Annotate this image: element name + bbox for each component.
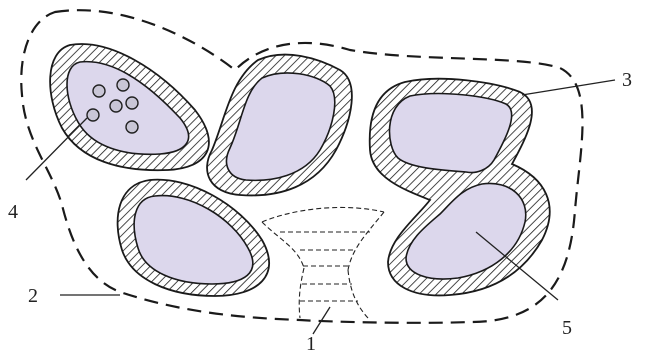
grain-bottom-left <box>118 180 270 296</box>
leader-line-4 <box>26 118 87 180</box>
grain-center-top <box>207 55 352 196</box>
label-1: 1 <box>306 333 316 355</box>
pore <box>87 109 99 121</box>
pore <box>110 100 122 112</box>
grain-top-left <box>50 44 209 170</box>
label-2: 2 <box>28 285 38 307</box>
grain-right-merged <box>370 79 550 296</box>
label-5: 5 <box>562 317 572 339</box>
label-3: 3 <box>622 69 632 91</box>
neck-bridge <box>262 207 384 318</box>
leader-line-3 <box>522 80 615 95</box>
pore <box>117 79 129 91</box>
pore <box>126 121 138 133</box>
pore <box>126 97 138 109</box>
pore <box>93 85 105 97</box>
label-4: 4 <box>8 201 18 223</box>
